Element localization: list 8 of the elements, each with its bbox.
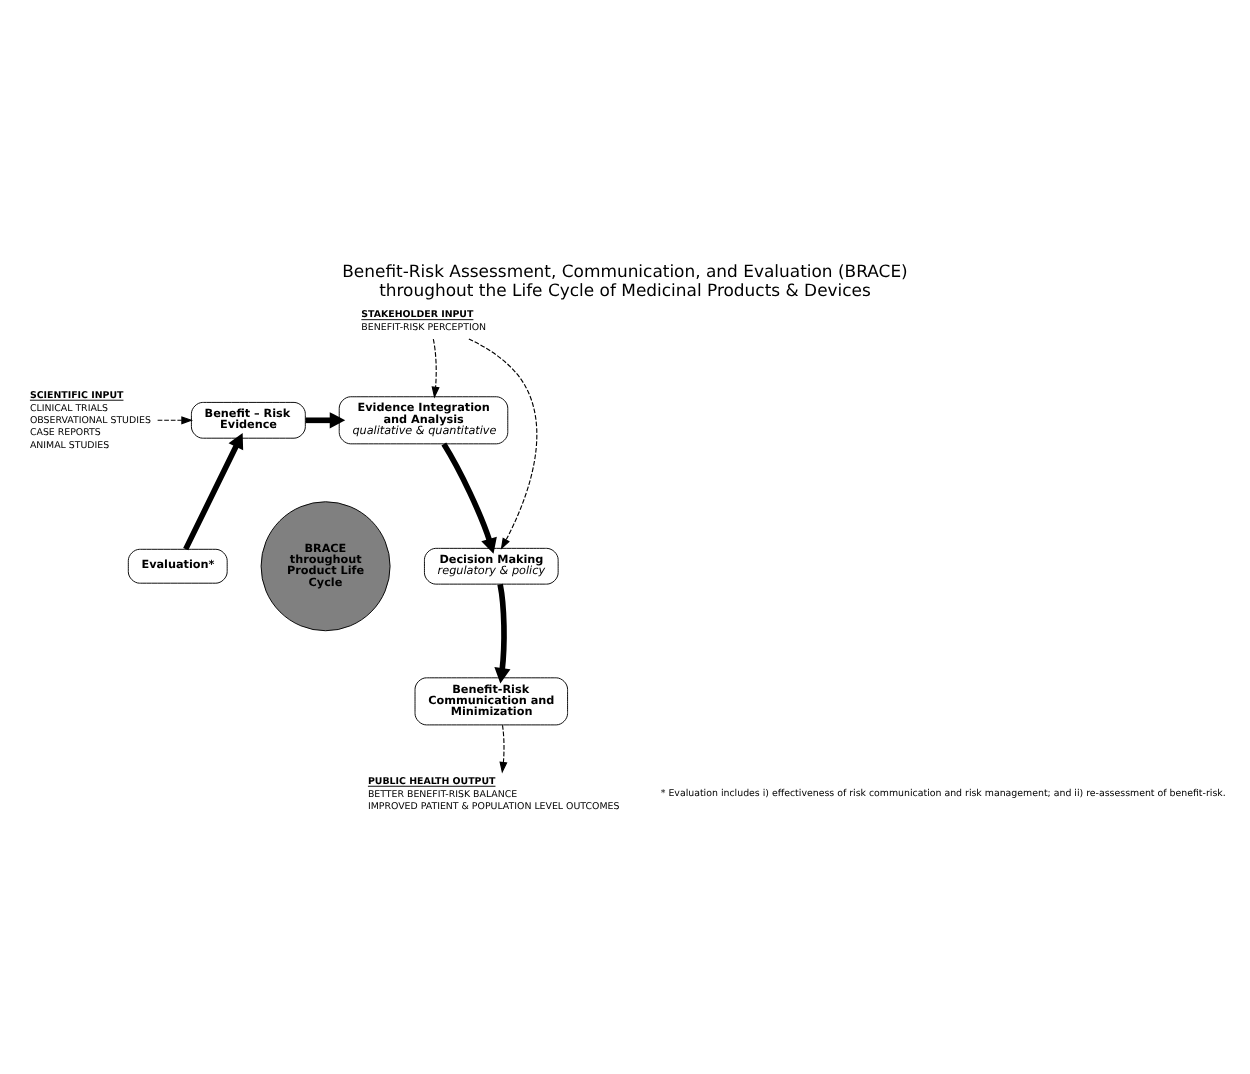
arrow: [441, 441, 497, 553]
arrow: [431, 337, 440, 398]
diagram-title: Benefit-Risk Assessment, Communication, and Evaluation (BRACE) throughout the Life Cycle of Medicinal Products & Devices: [342, 260, 908, 299]
arrow: [499, 723, 508, 773]
arrow: [183, 431, 244, 550]
arrow: [468, 337, 538, 549]
arrow: [305, 411, 346, 428]
arrow: [157, 415, 193, 424]
